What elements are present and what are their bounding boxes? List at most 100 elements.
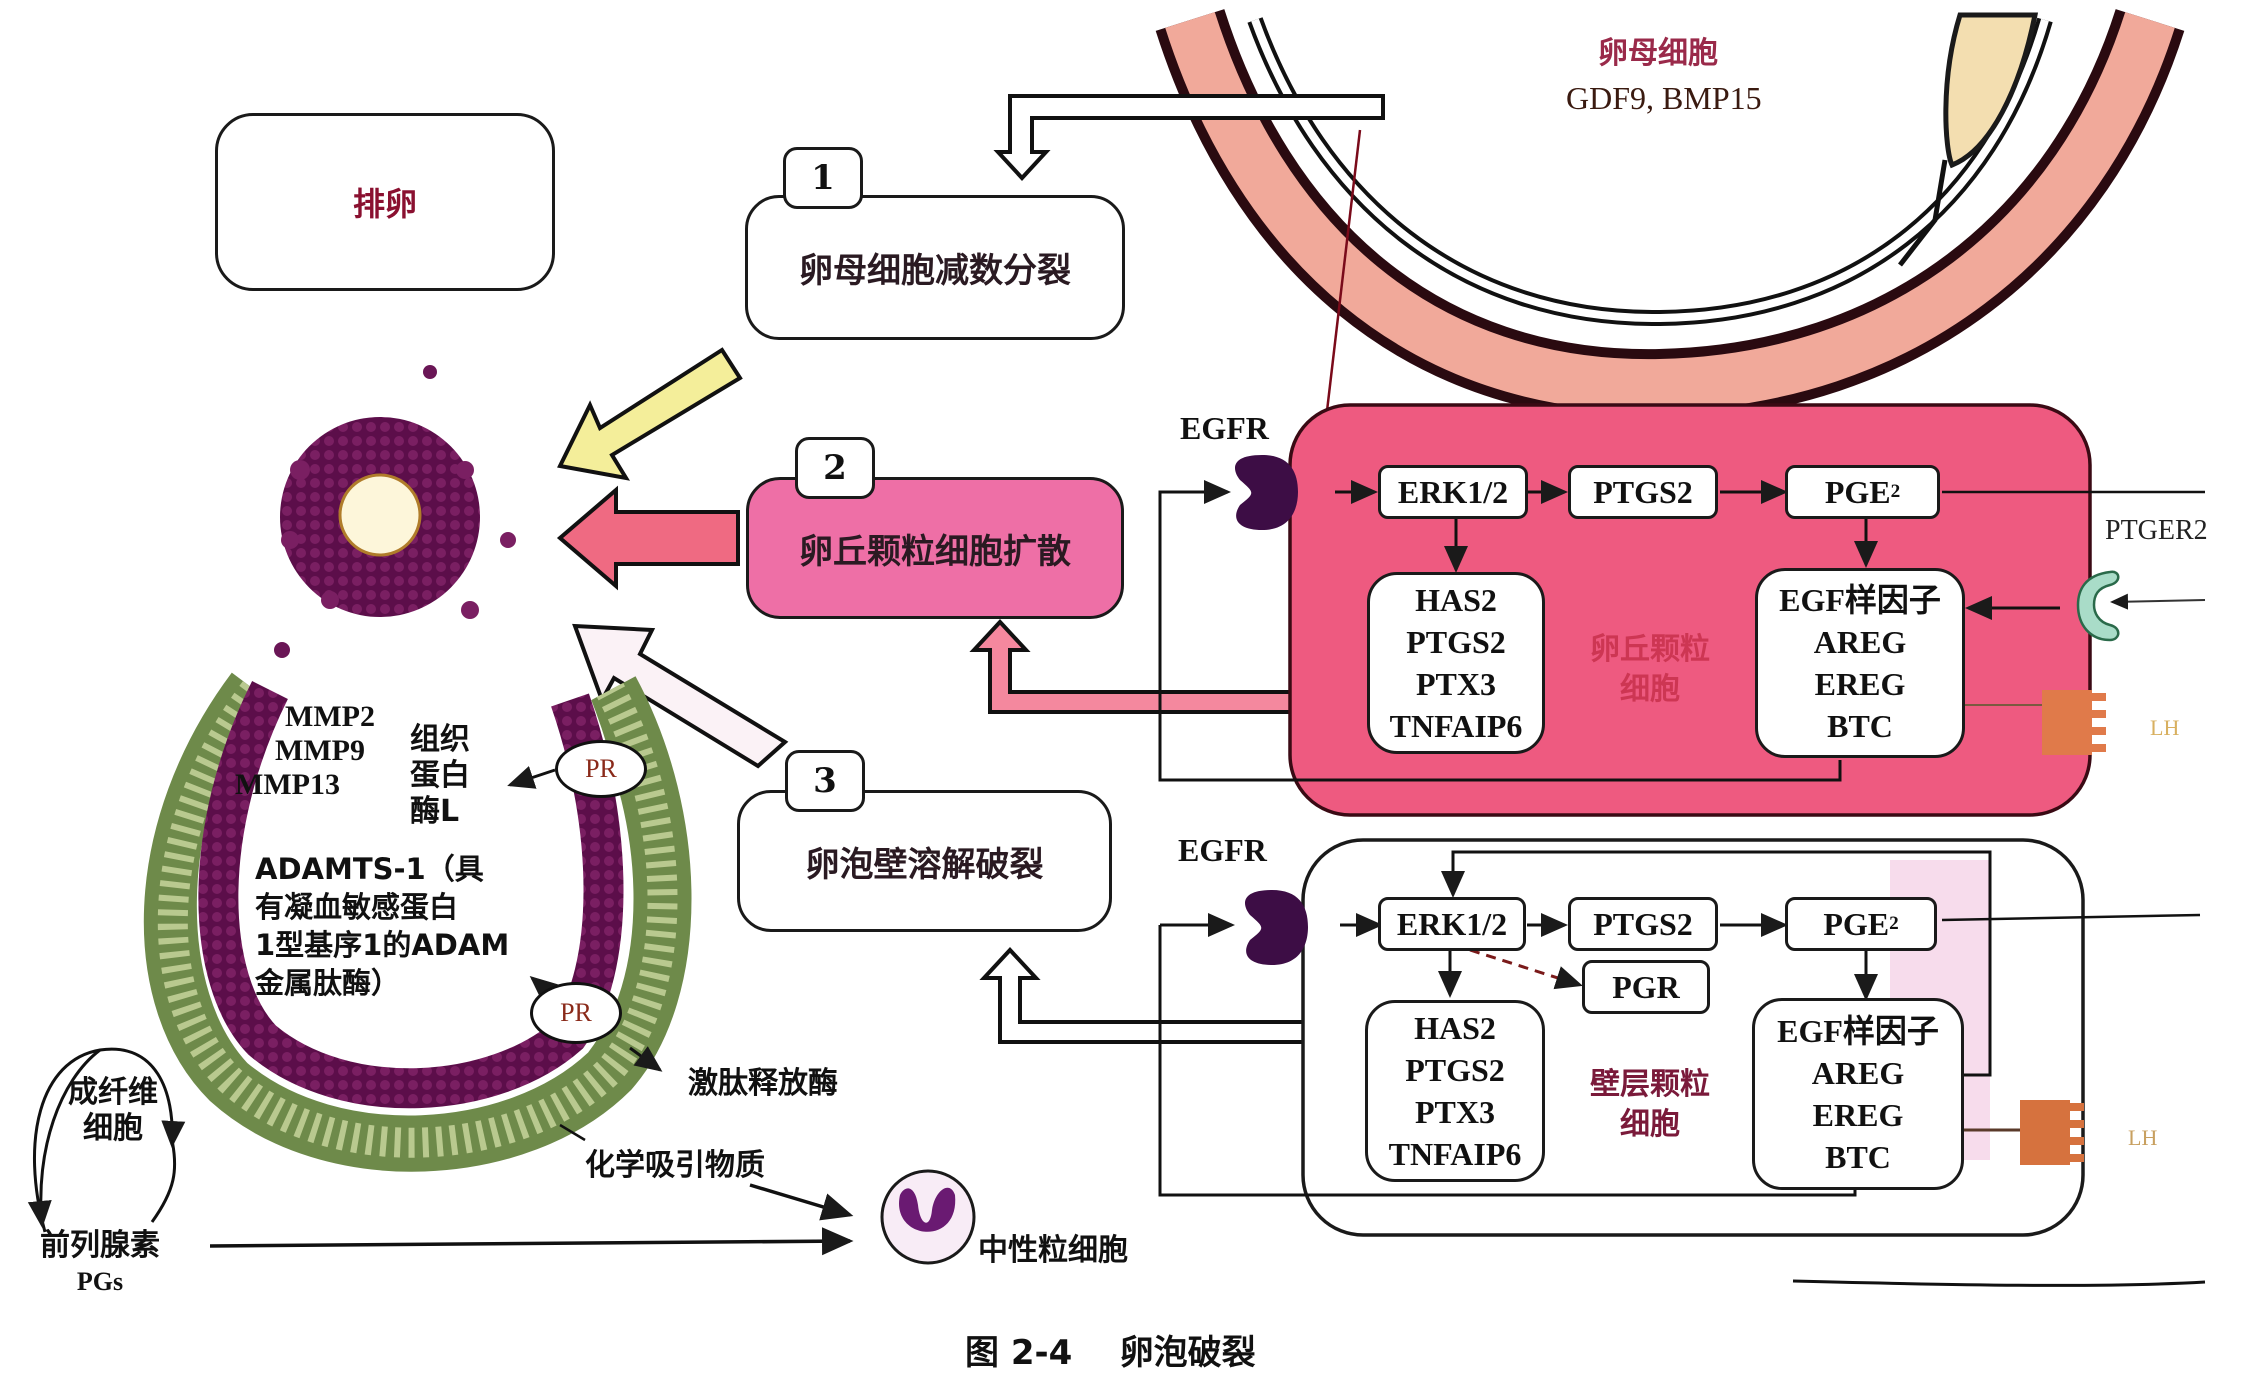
egfr-receptor-mural-icon — [1244, 890, 1308, 965]
white-arrow — [572, 623, 789, 769]
cathepsin-line: 组织 — [410, 722, 470, 757]
mural-pge2-sub: 2 — [1889, 913, 1899, 934]
egfr-receptor-cumulus-icon — [1234, 455, 1298, 530]
mmp-item: MMP13 — [235, 768, 340, 801]
cumulus-target: PTX3 — [1416, 666, 1496, 702]
mural-target: PTX3 — [1415, 1094, 1495, 1130]
oocyte-follicle-illustration — [1155, 9, 2185, 422]
mural-to-step3-arrow — [979, 947, 1357, 1044]
mural-egfr-label: EGFR — [1178, 832, 1267, 868]
lh-receptor-mural-icon — [2020, 1100, 2084, 1165]
cumulus-egf-like-item: AREG — [1813, 624, 1907, 660]
cathepsin-line: 蛋白 — [410, 758, 470, 793]
gdf9-line — [1323, 129, 1362, 429]
mural-top-loop — [1441, 850, 1992, 1077]
step1-number: 1 — [783, 147, 863, 209]
pg-to-neutrophil-arrow — [209, 1227, 854, 1256]
mural-lh-label: LH — [2128, 1125, 2158, 1150]
mural-pgr-box: PGR — [1582, 960, 1710, 1014]
arrow-erk-pgr-dashed — [1469, 948, 1583, 990]
step2-number: 2 — [795, 437, 875, 499]
mural-pge2-out-line — [1941, 913, 2201, 922]
mural-target: TNFAIP6 — [1388, 1136, 1522, 1172]
cathepsin-label: 组织 蛋白 酶L — [410, 722, 470, 830]
mural-cell-name-line1: 壁层颗粒 — [1590, 1067, 1710, 1102]
prostaglandin-label: 前列腺素 PGs — [40, 1228, 160, 1300]
chemo-to-neutrophil-arrow — [749, 1183, 854, 1221]
lh-receptor-cumulus-icon — [2042, 690, 2106, 755]
step3-number: 3 — [785, 750, 865, 812]
adamts-label: ADAMTS-1（具 有凝血敏感蛋白 1型基序1的ADAM 金属肽酶） — [255, 850, 509, 1002]
cumulus-target: TNFAIP6 — [1389, 708, 1523, 744]
ovulation-label: 排卵 — [352, 185, 417, 223]
chemo-line — [559, 1123, 586, 1142]
cumulus-erk-box: ERK1/2 — [1378, 465, 1528, 519]
adamts-line: 有凝血敏感蛋白 — [255, 890, 459, 924]
page-edge-line — [1792, 1279, 2206, 1287]
ptger2-receptor-icon — [2076, 570, 2120, 642]
cumulus-egf-like-item: BTC — [1827, 708, 1893, 744]
cumulus-egf-like-item: EGF样因子 — [1779, 582, 1941, 618]
red-arrow — [556, 485, 740, 591]
oocyte-title: 卵母细胞 — [1598, 36, 1718, 71]
cumulus-egf-like-box: EGF样因子 AREG EREG BTC — [1755, 568, 1965, 758]
chemoattractant-label: 化学吸引物质 — [585, 1148, 765, 1183]
mmp-item: MMP2 — [285, 700, 375, 733]
mural-erk-box: ERK1/2 — [1378, 897, 1526, 951]
fibroblast-to-pg-arrow — [33, 1047, 186, 1233]
mural-target: PTGS2 — [1405, 1052, 1505, 1088]
ptger2-label: PTGER2 — [2105, 515, 2208, 546]
cumulus-targets-box: HAS2 PTGS2 PTX3 TNFAIP6 — [1367, 572, 1545, 754]
mural-egf-like-item: EGF样因子 — [1777, 1013, 1939, 1049]
oocyte-factors: GDF9, BMP15 — [1566, 80, 1762, 116]
mural-egf-like-item: EREG — [1812, 1097, 1904, 1133]
cumulus-lh-label: LH — [2150, 715, 2180, 740]
kinin-arrow — [629, 1046, 663, 1072]
cumulus-pge2-sub: 2 — [1890, 481, 1901, 502]
ovulation-box: 排卵 — [215, 113, 555, 291]
fibroblast-line: 成纤维 — [68, 1075, 158, 1110]
mural-targets-box: HAS2 PTGS2 PTX3 TNFAIP6 — [1365, 1000, 1545, 1182]
mural-pge2-base: PGE — [1823, 905, 1890, 942]
adamts-line: 金属肽酶） — [255, 966, 401, 1000]
fibroblast-line: 细胞 — [83, 1111, 143, 1146]
step2-label: 卵丘颗粒细胞扩散 — [799, 531, 1071, 572]
prostaglandin-line: PGs — [76, 1267, 124, 1296]
figure-caption: 图 2-4 卵泡破裂 — [965, 1333, 1256, 1373]
mural-target: HAS2 — [1414, 1010, 1496, 1046]
pr-bubble-upper: PR — [555, 740, 647, 798]
cumulus-egf-like-item: EREG — [1814, 666, 1906, 702]
cumulus-target: PTGS2 — [1406, 624, 1506, 660]
step3-label: 卵泡壁溶解破裂 — [805, 844, 1044, 885]
cumulus-target: HAS2 — [1415, 582, 1497, 618]
mural-ptgs2-box: PTGS2 — [1568, 897, 1718, 951]
pr1-arrow — [507, 766, 556, 789]
fibroblast-down-arrow — [27, 1048, 101, 1228]
mural-egf-like-item: AREG — [1811, 1055, 1905, 1091]
pr-label: PR — [560, 998, 592, 1027]
pr-label: PR — [585, 754, 617, 783]
step1-box: 卵母细胞减数分裂 — [745, 195, 1125, 340]
follicle-wall — [143, 672, 692, 1172]
cumulus-cell-name-line1: 卵丘颗粒 — [1590, 632, 1710, 667]
pge2-to-ptger2-arrow — [2110, 593, 2206, 610]
step2-box: 卵丘颗粒细胞扩散 — [746, 477, 1124, 619]
adamts-line: 1型基序1的ADAM — [255, 928, 510, 962]
kinin-label: 激肽释放酶 — [688, 1066, 838, 1101]
cumulus-pge2-base: PGE — [1824, 473, 1891, 510]
yellow-arrow — [557, 347, 743, 481]
cumulus-ptgs2-box: PTGS2 — [1568, 465, 1718, 519]
cumulus-cell-name: 卵丘颗粒 细胞 — [1570, 630, 1730, 710]
mmp-list: MMP2 MMP9 MMP13 — [235, 700, 375, 802]
cumulus-oocyte-complex — [274, 365, 516, 658]
cumulus-cell-name-line2: 细胞 — [1620, 672, 1680, 707]
fibroblast-label: 成纤维 细胞 — [68, 1075, 158, 1147]
neutrophil-label: 中性粒细胞 — [978, 1233, 1128, 1268]
neutrophil-cell — [880, 1169, 976, 1265]
pr-bubble-lower: PR — [530, 982, 622, 1044]
mmp-item: MMP9 — [275, 734, 365, 767]
adamts-line: ADAMTS-1（具 — [255, 852, 484, 886]
step3-box: 卵泡壁溶解破裂 — [737, 790, 1112, 932]
